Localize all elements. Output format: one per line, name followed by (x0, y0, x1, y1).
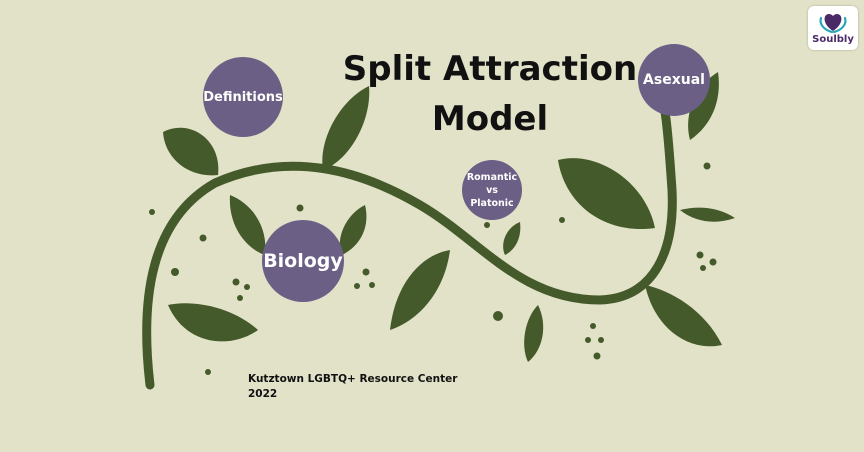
node-asexual[interactable]: Asexual (638, 44, 710, 116)
seed-dot (237, 295, 243, 301)
leaf (390, 250, 450, 330)
node-romantic-label-line1: Romantic vs (466, 171, 518, 196)
soulbly-logo: Soulbly (808, 6, 858, 50)
slide-title-line1: Split Attraction (342, 49, 638, 89)
seed-dot (598, 337, 604, 343)
leaf (322, 86, 370, 170)
node-definitions-label: Definitions (203, 89, 283, 105)
seed-dot (171, 268, 179, 276)
node-romantic-label: Romantic vs Platonic (462, 171, 522, 210)
footer-credit: Kutztown LGBTQ+ Resource Center 2022 (248, 372, 457, 402)
seed-dot (700, 265, 706, 271)
node-romantic-label-line2: Platonic (470, 197, 514, 209)
seed-dot (559, 217, 565, 223)
leaf (229, 195, 266, 255)
leaf (680, 207, 735, 222)
node-asexual-label: Asexual (643, 72, 705, 88)
leaf (503, 222, 521, 255)
seed-dot (590, 323, 596, 329)
seed-dot (296, 204, 304, 212)
seed-dot (696, 251, 704, 259)
seed-dot (484, 222, 490, 228)
footer-year: 2022 (248, 388, 278, 400)
node-biology[interactable]: Biology (262, 220, 344, 302)
node-biology-label: Biology (263, 250, 343, 272)
seed-dot (703, 162, 711, 170)
seed-dot (244, 284, 250, 290)
seed-dot (369, 282, 375, 288)
seed-dot (709, 258, 717, 266)
leaf (163, 127, 219, 176)
seed-dot (493, 311, 503, 321)
seed-dot (593, 352, 601, 360)
footer-org: Kutztown LGBTQ+ Resource Center (248, 373, 458, 385)
seed-dot (232, 278, 240, 286)
leaf (645, 285, 722, 347)
slide-title: Split Attraction Model (340, 44, 640, 144)
vine-stem (142, 107, 677, 390)
slide-title-line2: Model (431, 99, 549, 139)
leaf (168, 303, 258, 342)
node-definitions[interactable]: Definitions (203, 57, 283, 137)
heart-hands-icon (819, 14, 847, 34)
seed-dot (149, 209, 155, 215)
seed-dot (205, 369, 211, 375)
seed-dot (354, 283, 360, 289)
seed-dot (362, 268, 370, 276)
seed-dot (199, 234, 207, 242)
leaf (558, 158, 655, 230)
leaf (688, 72, 719, 140)
seed-dot (585, 337, 591, 343)
logo-text: Soulbly (812, 34, 854, 45)
node-romantic-vs-platonic[interactable]: Romantic vs Platonic (462, 160, 522, 220)
leaf (524, 305, 544, 362)
leaf (339, 205, 367, 255)
